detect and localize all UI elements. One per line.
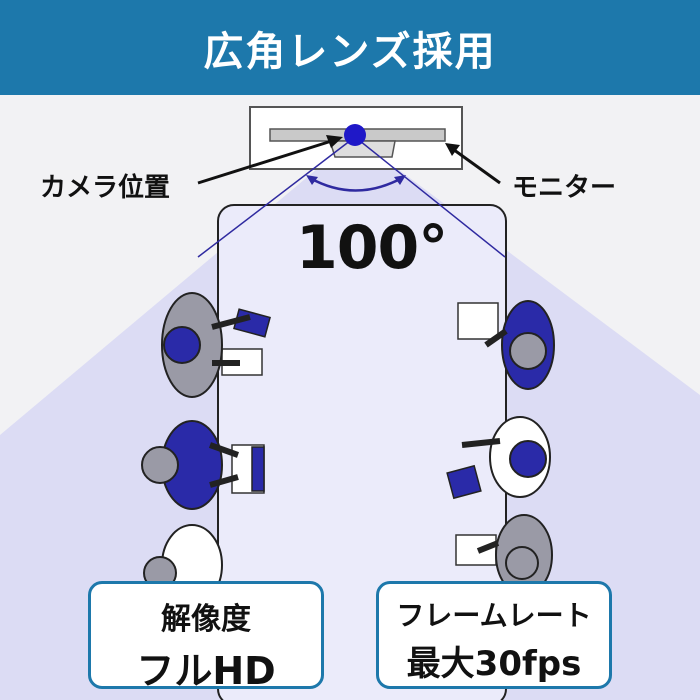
person-left-2 [141,420,265,510]
view-angle-label: 100° [296,213,448,283]
room-svg [0,106,700,700]
feature-framerate-value: 最大30fps [406,644,582,684]
page-title: 広角レンズ採用 [203,28,497,75]
camera-pointer-head [326,135,343,148]
meeting-room-illustration: カメラ位置 モニター 100° 解像度 フルHD フレームレート 最大30fps [0,95,700,700]
feature-card-framerate: フレームレート 最大30fps [376,581,612,689]
monitor-stand [328,140,396,158]
header-banner: 広角レンズ採用 [0,0,700,95]
angle-arrow-left [306,175,318,185]
feature-resolution-title: 解像度 [161,602,251,637]
view-line-left [197,136,356,258]
monitor-pointer-head [445,143,460,156]
person-left-1 [161,292,271,398]
angle-arc [309,176,403,192]
angle-arrow-right [394,175,406,185]
feature-card-resolution: 解像度 フルHD [88,581,324,693]
feature-resolution-value: フルHD [136,649,276,693]
monitor-pointer-arrow [449,145,501,185]
camera-lens [344,124,366,146]
view-line-right [354,136,506,258]
person-right-1 [457,300,555,390]
person-right-3 [455,514,553,596]
monitor-label: モニター [512,173,617,203]
camera-pointer-arrow [197,137,339,185]
person-right-2 [446,416,551,500]
feature-framerate-title: フレームレート [396,599,592,632]
camera-position-label: カメラ位置 [40,173,171,203]
